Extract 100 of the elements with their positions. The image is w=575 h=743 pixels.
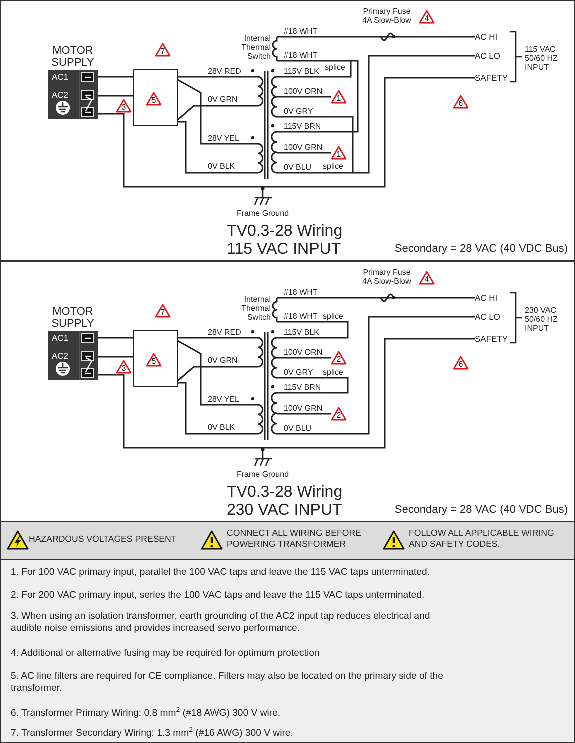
- terminal-heading: MOTOR SUPPLY: [50, 45, 96, 69]
- wire-label: 28V YEL: [207, 134, 240, 143]
- callout-number: 4: [419, 10, 435, 24]
- wire-label: 0V GRY: [284, 368, 314, 377]
- wire-label: 0V BLU: [284, 424, 312, 433]
- callout-number: 6: [453, 356, 469, 370]
- terminal-label: AC1: [52, 334, 69, 344]
- ground-label: Frame Ground: [237, 209, 289, 218]
- terminal-label: AC HI: [475, 293, 498, 304]
- note-text: 6. Transformer Primary Wiring: 0.8 mm$^{2}$ (#18 AWG) 300 V wire.: [11, 708, 282, 720]
- ground-label: Frame Ground: [237, 470, 289, 479]
- wire-label: 115V BRN: [284, 383, 322, 392]
- wire: [98, 113, 263, 188]
- wire-label: 0V GRN: [207, 95, 239, 104]
- wire: [178, 76, 249, 78]
- terminal-label: AC2: [52, 352, 69, 362]
- terminal-label: SAFETY: [475, 73, 508, 84]
- wire-label: 0V GRN: [207, 356, 239, 365]
- note-text: 2. For 200 VAC primary input, series the 100 VAC taps and leave the 115 VAC taps unterminated.: [11, 590, 426, 602]
- wire: [178, 121, 249, 174]
- wire-label: 0V BLK: [207, 423, 236, 432]
- wire: [363, 55, 475, 174]
- callout-number: 7: [155, 304, 171, 318]
- callout-number: 3: [116, 360, 132, 374]
- wire-label: 100V ORN: [284, 348, 323, 357]
- wire-label: 0V BLK: [207, 162, 236, 171]
- wire-label: Internal Thermal Switch: [240, 295, 271, 322]
- wire-label: Internal Thermal Switch: [240, 34, 271, 61]
- wire: [98, 356, 133, 358]
- terminal-label: AC2: [52, 91, 69, 100]
- wire-label: 100V GRN: [284, 143, 323, 152]
- wire: [98, 337, 133, 339]
- wire: [363, 297, 475, 299]
- wire-label: #18 WHT: [284, 51, 318, 60]
- wire: [178, 340, 249, 406]
- wire: [98, 76, 133, 78]
- wire-label: 230 VAC 50/60 HZ INPUT: [525, 306, 559, 333]
- wire-label: Primary Fuse 4A Slow-Blow: [362, 7, 412, 25]
- wire-label: 0V GRY: [284, 107, 314, 116]
- wire: [178, 382, 249, 435]
- wire-label: 0V BLU: [284, 163, 312, 172]
- note-text: Secondary = 28 VAC (40 VDC Bus): [394, 504, 568, 516]
- terminal-label: AC HI: [475, 32, 498, 43]
- wire-label: 28V RED: [207, 328, 242, 337]
- terminal-heading: MOTOR SUPPLY: [50, 306, 96, 330]
- callout-number: 1: [331, 146, 347, 160]
- wire-label: #18 WHT: [284, 288, 318, 297]
- wire: [263, 77, 475, 188]
- wire-label: #18 WHT: [284, 27, 318, 36]
- wire-label: 100V GRN: [284, 404, 323, 413]
- note-text: Secondary = 28 VAC (40 VDC Bus): [394, 243, 568, 255]
- wire-label: splice: [325, 63, 346, 72]
- callout-number: 5: [146, 353, 162, 367]
- filter-box: [133, 330, 178, 387]
- warning-text: CONNECT ALL WIRING BEFORE POWERING TRANSFORMER: [227, 528, 362, 550]
- callout-number: 6: [453, 95, 469, 109]
- notes-panel: [0, 560, 575, 743]
- callout-number: 1: [331, 90, 347, 104]
- callout-number: 3: [116, 99, 132, 113]
- wire: [98, 374, 263, 449]
- warning-text: HAZARDOUS VOLTAGES PRESENT: [29, 534, 177, 545]
- terminal-label: AC1: [52, 73, 69, 82]
- wire: [178, 337, 249, 339]
- wire-label: 100V ORN: [284, 87, 323, 96]
- wire: [178, 79, 249, 145]
- wire-label: 115V BLK: [284, 328, 320, 337]
- wire-label: #18 WHT: [284, 312, 318, 321]
- terminal-label: SAFETY: [475, 334, 508, 345]
- callout-number: 2: [331, 351, 347, 365]
- filter-box: [133, 69, 178, 126]
- note-text: 1. For 100 VAC primary input, parallel the 100 VAC taps and leave the 115 VAC taps unterminated.: [11, 567, 431, 579]
- note-text: 3. When using an isolation transformer, earth grounding of the AC2 input tap reduces electrical and audible noise emissions and provides increased servo performance.: [11, 611, 432, 635]
- wire: [178, 105, 249, 121]
- wire: [263, 338, 475, 449]
- warning-bar: [0, 521, 575, 560]
- wire-label: 115 VAC 50/60 HZ INPUT: [525, 45, 559, 72]
- note-text: 4. Additional or alternative fusing may be required for optimum protection: [11, 648, 321, 660]
- diagram-panel: [0, 0, 575, 261]
- wire-label: 115V BRN: [284, 122, 322, 131]
- callout-number: 5: [146, 92, 162, 106]
- wire: [98, 95, 133, 97]
- wire: [363, 36, 475, 38]
- terminal-label: AC LO: [475, 51, 501, 62]
- callout-number: 7: [155, 43, 171, 57]
- callout-number: 2: [331, 407, 347, 421]
- panel-title: TV0.3-28 Wiring 230 VAC INPUT: [227, 484, 344, 520]
- diagram-panel: [0, 261, 575, 522]
- warning-text: FOLLOW ALL APPLICABLE WIRING AND SAFETY CODES.: [409, 528, 556, 550]
- wire-label: splice: [323, 162, 344, 171]
- panel-title: TV0.3-28 Wiring 115 VAC INPUT: [227, 223, 344, 259]
- terminal-label: AC LO: [475, 312, 501, 323]
- wire-label: Primary Fuse 4A Slow-Blow: [362, 268, 412, 286]
- note-text: 5. AC line filters are required for CE compliance. Filters may also be located on the primary side of the transformer.: [11, 671, 444, 695]
- wire-label: 115V BLK: [284, 67, 320, 76]
- wire-label: 28V YEL: [207, 395, 240, 404]
- wire-label: 28V RED: [207, 67, 242, 76]
- wire-label: splice: [323, 368, 344, 377]
- wire: [363, 316, 475, 435]
- wire-label: splice: [323, 312, 344, 321]
- callout-number: 4: [419, 271, 435, 285]
